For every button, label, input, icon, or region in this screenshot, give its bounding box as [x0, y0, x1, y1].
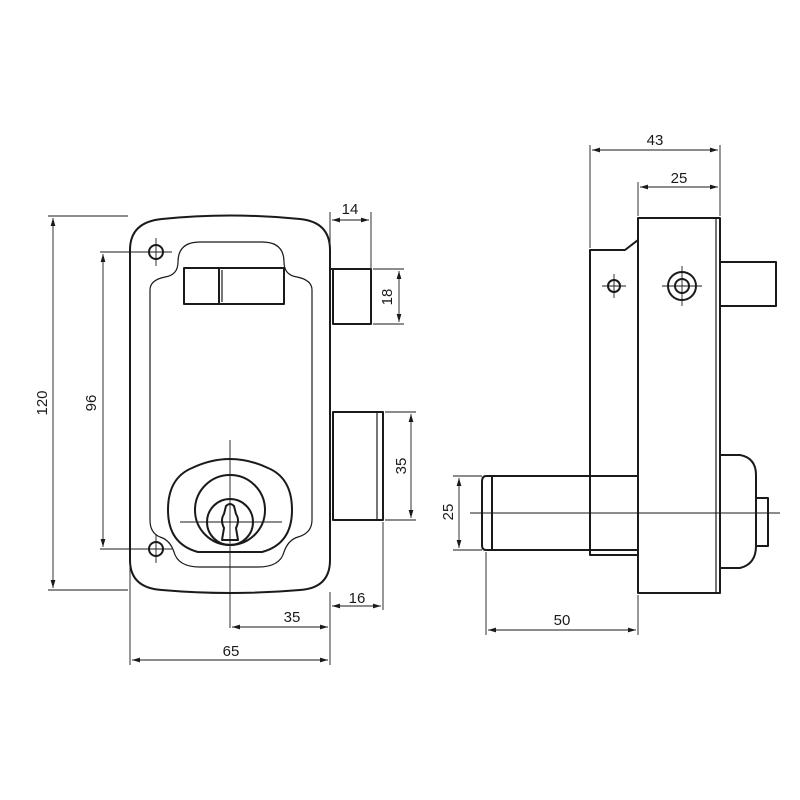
keyhole-icon — [221, 503, 239, 541]
side-case-body — [637, 217, 721, 594]
label-latch-height: 35 — [393, 458, 410, 475]
label-overall-depth: 43 — [647, 132, 664, 149]
dim-overall-depth: 43 — [589, 132, 721, 248]
label-bolt-height: 18 — [379, 289, 396, 306]
label-cylinder-length: 50 — [554, 612, 571, 629]
dim-bolt-height: 18 — [373, 268, 404, 325]
dim-cylinder-offset: 35 — [232, 592, 331, 632]
label-case-depth: 25 — [671, 170, 688, 187]
side-cylinder-tail — [755, 497, 769, 547]
side-cylinder-cap — [719, 454, 757, 569]
dim-latch-height: 35 — [385, 411, 416, 521]
side-screw-hole-small — [602, 274, 626, 298]
dim-overall-width: 65 — [129, 565, 331, 665]
dim-bolt-projection: 14 — [329, 201, 372, 268]
side-view: 43 25 25 50 — [440, 132, 780, 635]
label-bolt-projection: 14 — [342, 201, 359, 218]
dim-overall-height: 120 — [34, 215, 128, 591]
label-cylinder-diameter: 25 — [440, 504, 457, 521]
side-deadbolt — [719, 261, 777, 307]
front-inner-plate — [149, 241, 313, 568]
label-hole-spacing: 96 — [83, 395, 100, 412]
dim-latch-projection: 16 — [332, 522, 384, 610]
dim-cylinder-diameter: 25 — [440, 475, 482, 551]
front-view: 120 96 14 18 35 — [34, 201, 416, 665]
front-latch — [332, 411, 384, 521]
side-screw-hole-large — [662, 266, 702, 306]
label-latch-projection: 16 — [349, 590, 366, 607]
indicator-window — [183, 267, 285, 305]
front-case-outline — [129, 214, 331, 594]
indicator-shading — [218, 270, 223, 302]
label-overall-width: 65 — [223, 643, 240, 660]
front-deadbolt — [332, 268, 372, 325]
dim-hole-spacing: 96 — [83, 254, 106, 547]
label-cylinder-offset: 35 — [284, 609, 301, 626]
dim-cylinder-length: 50 — [485, 552, 639, 635]
label-overall-height: 120 — [34, 390, 51, 415]
dim-case-depth: 25 — [637, 170, 718, 216]
